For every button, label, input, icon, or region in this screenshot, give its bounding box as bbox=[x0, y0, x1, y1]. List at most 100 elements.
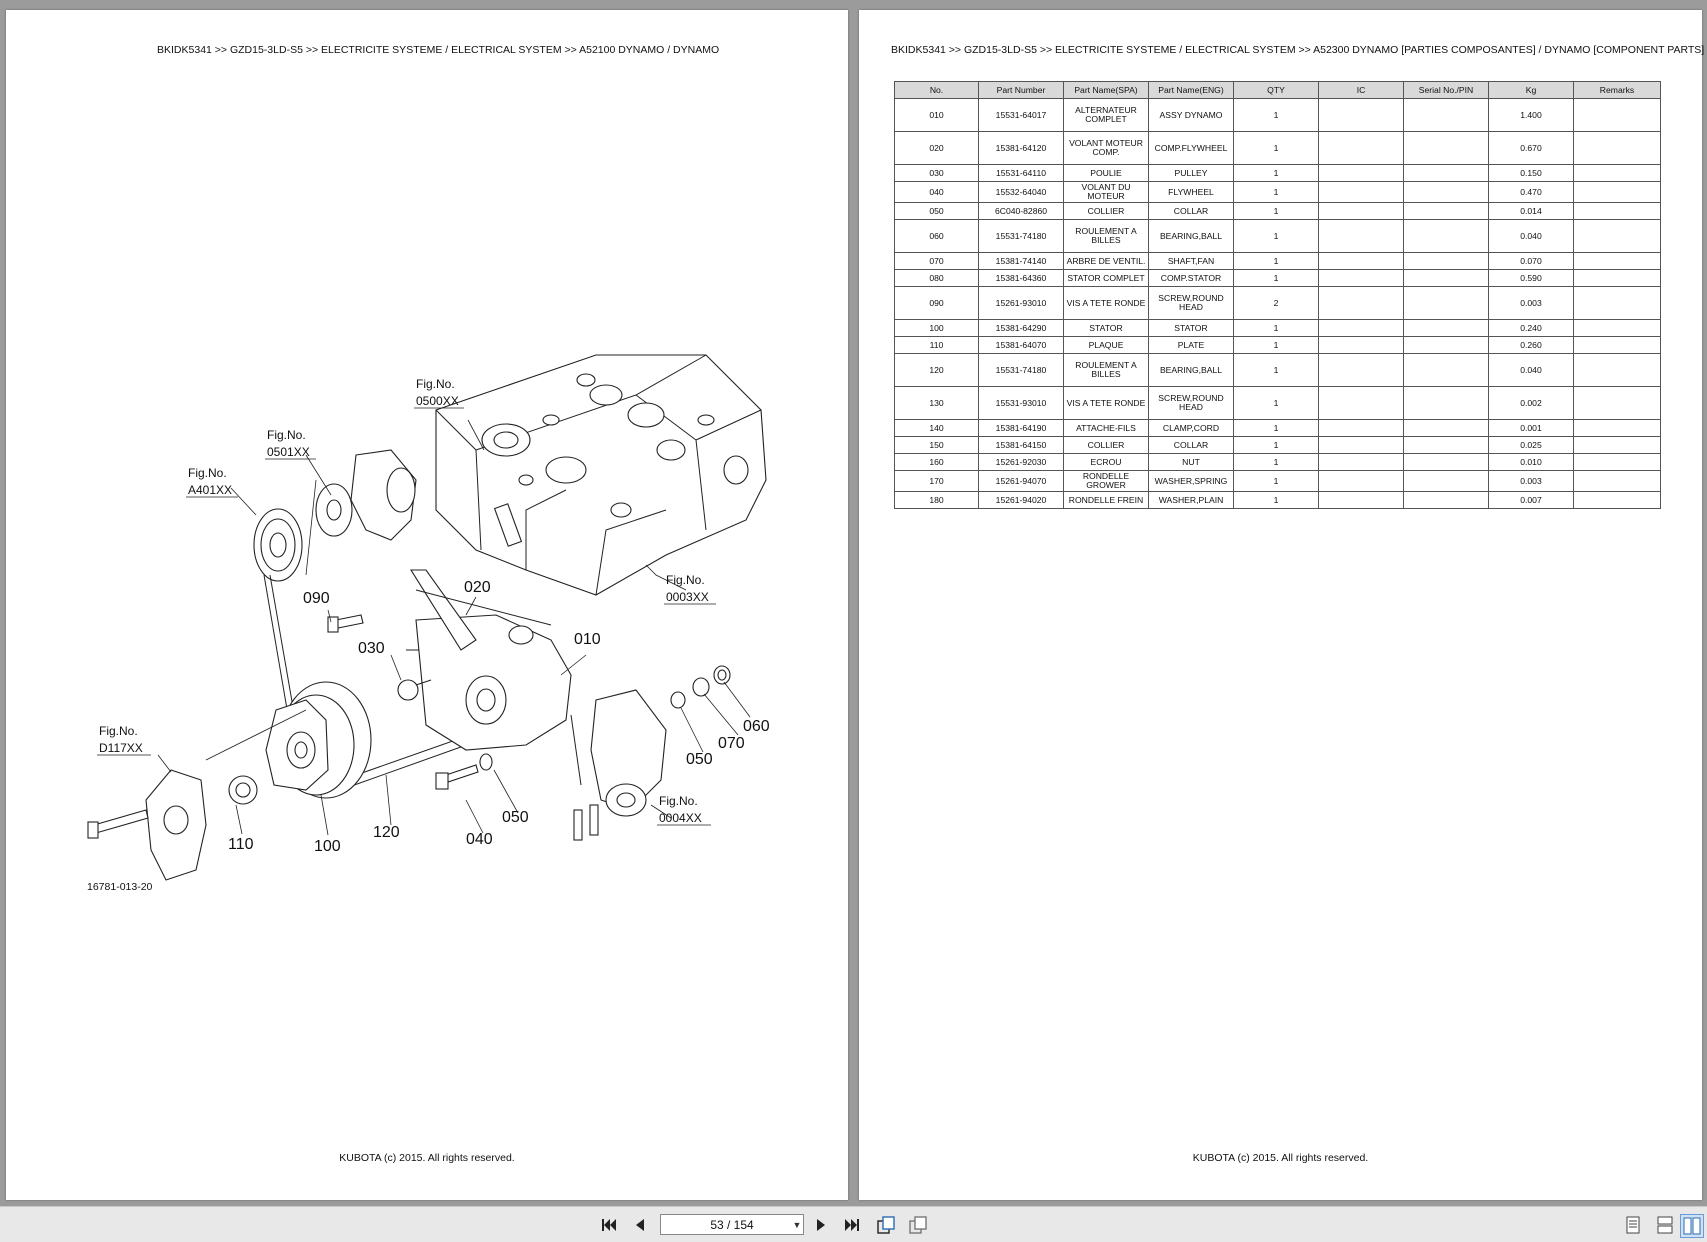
cell-remarks bbox=[1573, 470, 1661, 492]
continuous-view-icon[interactable] bbox=[1654, 1214, 1676, 1236]
flywheel-stator-drawing bbox=[228, 681, 372, 805]
cell-part-name-eng: COMP.FLYWHEEL bbox=[1148, 131, 1234, 165]
cell-part-number: 15381-64070 bbox=[978, 336, 1064, 354]
fig-ref-d117: Fig.No. D117XX bbox=[97, 724, 151, 756]
cell-remarks bbox=[1573, 336, 1661, 354]
dynamo-exploded-diagram: Fig.No. 0500XX Fig.No. 0501XX Fig.No. A4… bbox=[87, 354, 770, 893]
cell-part-number: 15261-94020 bbox=[978, 491, 1064, 509]
cell-qty: 1 bbox=[1233, 131, 1319, 165]
cell-qty: 1 bbox=[1233, 491, 1319, 509]
callout-060: 060 bbox=[743, 718, 770, 735]
callout-030: 030 bbox=[358, 640, 385, 657]
next-page-icon[interactable] bbox=[810, 1214, 832, 1236]
cell-no: 170 bbox=[894, 470, 979, 492]
cell-part-number: 15381-74140 bbox=[978, 252, 1064, 270]
cell-ic bbox=[1318, 470, 1404, 492]
col-header-part-name-spa: Part Name(SPA) bbox=[1063, 81, 1149, 99]
cell-part-name-spa: COLLIER bbox=[1063, 202, 1149, 220]
dynamo-assembly-drawing bbox=[410, 569, 572, 751]
col-header-kg: Kg bbox=[1488, 81, 1574, 99]
cell-part-name-spa: RONDELLE FREIN bbox=[1063, 491, 1149, 509]
last-page-icon[interactable] bbox=[841, 1214, 863, 1236]
cell-no: 050 bbox=[894, 202, 979, 220]
cell-ic bbox=[1318, 286, 1404, 320]
col-header-ic: IC bbox=[1318, 81, 1404, 99]
leader-lines bbox=[157, 419, 751, 836]
cell-qty: 1 bbox=[1233, 98, 1319, 132]
cell-ic bbox=[1318, 319, 1404, 337]
single-page-view-icon[interactable] bbox=[1622, 1214, 1644, 1236]
cell-part-name-spa: ROULEMENT A BILLES bbox=[1063, 353, 1149, 387]
cell-qty: 1 bbox=[1233, 269, 1319, 287]
two-page-view-icon[interactable] bbox=[1680, 1214, 1704, 1238]
cell-no: 030 bbox=[894, 164, 979, 182]
cell-serial bbox=[1403, 453, 1489, 471]
first-page-icon[interactable] bbox=[598, 1214, 620, 1236]
page-dropdown-chevron-icon[interactable]: ▼ bbox=[792, 1220, 802, 1230]
cell-ic bbox=[1318, 252, 1404, 270]
svg-text:D117XX: D117XX bbox=[99, 741, 143, 755]
cell-remarks bbox=[1573, 164, 1661, 182]
cell-part-number: 15531-93010 bbox=[978, 386, 1064, 420]
cell-part-name-eng: COLLAR bbox=[1148, 202, 1234, 220]
col-header-serial: Serial No./PIN bbox=[1403, 81, 1489, 99]
cell-part-name-spa: RONDELLE GROWER bbox=[1063, 470, 1149, 492]
cell-kg: 0.025 bbox=[1488, 436, 1574, 454]
cell-kg: 0.590 bbox=[1488, 269, 1574, 287]
cell-part-name-eng: PULLEY bbox=[1148, 164, 1234, 182]
cell-part-name-spa: ATTACHE-FILS bbox=[1063, 419, 1149, 437]
callout-020: 020 bbox=[464, 579, 491, 596]
cell-kg: 0.040 bbox=[1488, 353, 1574, 387]
cell-kg: 0.670 bbox=[1488, 131, 1574, 165]
callout-110: 110 bbox=[228, 836, 254, 853]
cell-part-number: 15531-64110 bbox=[978, 164, 1064, 182]
cell-part-number: 15381-64190 bbox=[978, 419, 1064, 437]
cell-part-number: 15531-74180 bbox=[978, 353, 1064, 387]
cylinder-head-drawing bbox=[435, 354, 767, 596]
cell-part-name-eng: CLAMP,CORD bbox=[1148, 419, 1234, 437]
cell-no: 150 bbox=[894, 436, 979, 454]
left-page-breadcrumb: BKIDK5341 >> GZD15-3LD-S5 >> ELECTRICITE… bbox=[157, 44, 720, 56]
cell-kg: 0.010 bbox=[1488, 453, 1574, 471]
cell-serial bbox=[1403, 181, 1489, 203]
flange-drawing bbox=[87, 769, 207, 881]
cell-remarks bbox=[1573, 386, 1661, 420]
fasteners-drawing bbox=[327, 614, 731, 790]
prev-page-icon[interactable] bbox=[629, 1214, 651, 1236]
drawing-number: 16781-013-20 bbox=[87, 881, 153, 893]
callout-120: 120 bbox=[373, 824, 400, 841]
left-document-page: BKIDK5341 >> GZD15-3LD-S5 >> ELECTRICITE… bbox=[6, 10, 848, 1200]
cell-qty: 1 bbox=[1233, 336, 1319, 354]
cell-no: 090 bbox=[894, 286, 979, 320]
cell-part-name-spa: VOLANT MOTEUR COMP. bbox=[1063, 131, 1149, 165]
cell-qty: 1 bbox=[1233, 353, 1319, 387]
cell-serial bbox=[1403, 353, 1489, 387]
cell-ic bbox=[1318, 181, 1404, 203]
cell-serial bbox=[1403, 319, 1489, 337]
cell-part-number: 15381-64290 bbox=[978, 319, 1064, 337]
svg-text:Fig.No.: Fig.No. bbox=[267, 428, 306, 442]
cell-serial bbox=[1403, 419, 1489, 437]
cell-qty: 1 bbox=[1233, 453, 1319, 471]
cell-part-name-spa: VIS A TETE RONDE bbox=[1063, 286, 1149, 320]
cell-remarks bbox=[1573, 319, 1661, 337]
cell-remarks bbox=[1573, 353, 1661, 387]
cell-kg: 0.150 bbox=[1488, 164, 1574, 182]
cell-ic bbox=[1318, 202, 1404, 220]
cell-no: 100 bbox=[894, 319, 979, 337]
col-header-remarks: Remarks bbox=[1573, 81, 1661, 99]
rotate-page-icon[interactable] bbox=[875, 1214, 897, 1236]
fit-page-icon[interactable] bbox=[907, 1214, 929, 1236]
cell-no: 180 bbox=[894, 491, 979, 509]
page-number-input[interactable]: 53 / 154 bbox=[660, 1214, 804, 1235]
cell-part-name-eng: WASHER,PLAIN bbox=[1148, 491, 1234, 509]
svg-text:Fig.No.: Fig.No. bbox=[666, 573, 705, 587]
